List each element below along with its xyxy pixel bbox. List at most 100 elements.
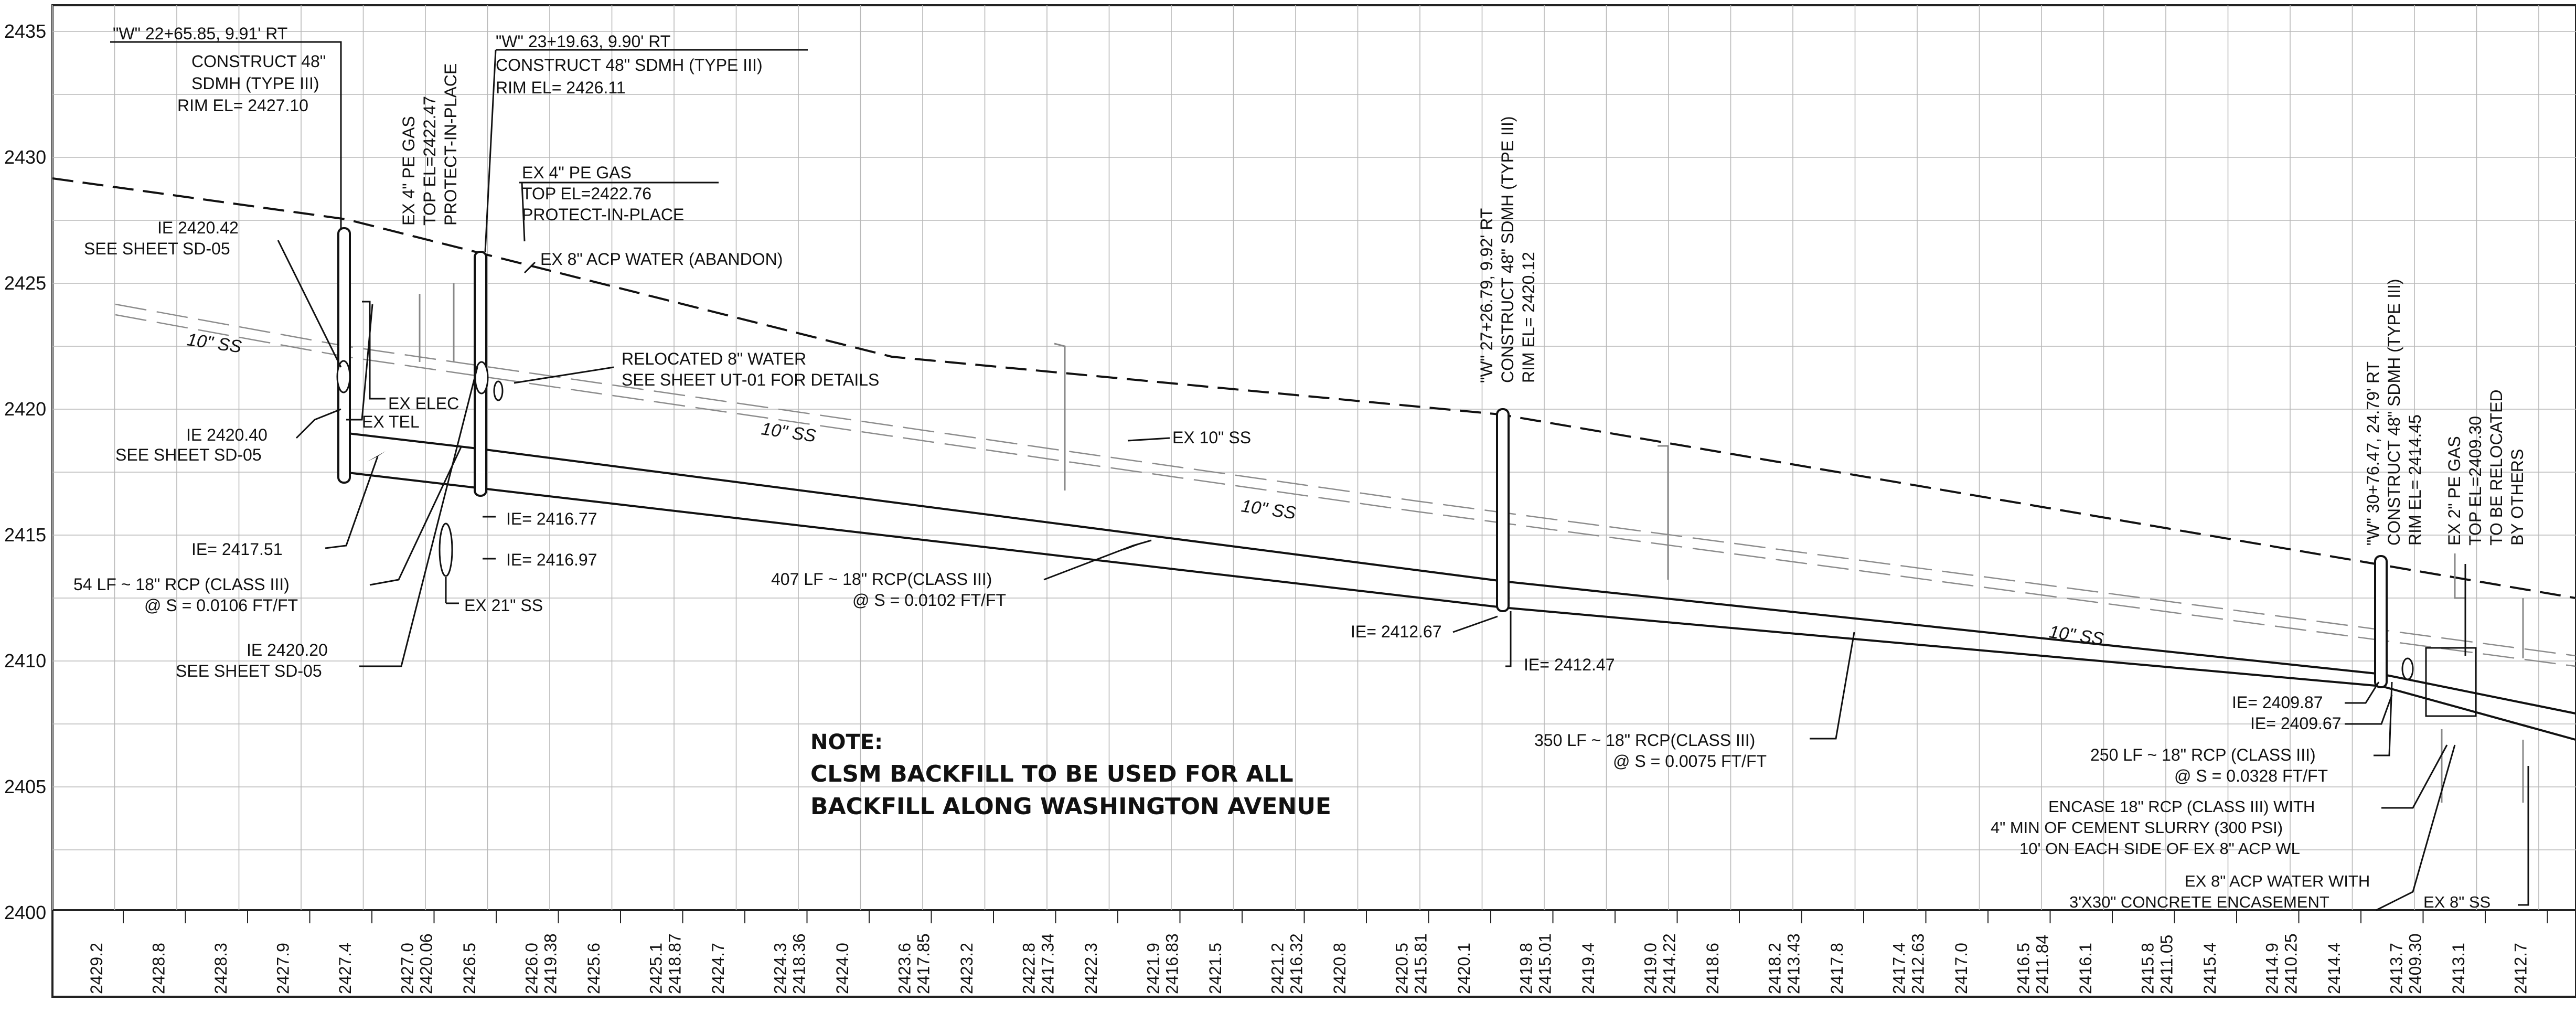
elev-label-2420: 2420 [4, 398, 46, 420]
ground-elevation-tick: 2422.8 [1020, 943, 1039, 994]
gas2-line2: TOP EL=2422.76 [522, 184, 651, 203]
pipe2-length: 407 LF ~ 18" RCP(CLASS III) [771, 570, 992, 589]
gas3-line1: EX 2" PE GAS [2445, 436, 2464, 546]
elev-label-2430: 2430 [4, 146, 46, 168]
ss10-label-b: 10" SS [760, 419, 817, 446]
ss10-label-d: 10" SS [2048, 622, 2105, 649]
gas2-label: EX 4" PE GAS TOP EL=2422.76 PROTECT-IN-P… [522, 163, 684, 224]
mh1-label: "W" 22+65.85, 9.91' RT CONSTRUCT 48" SDM… [113, 24, 326, 115]
mh2-construct: CONSTRUCT 48" SDMH (TYPE III) [496, 56, 763, 74]
gas1-label: EX 4" PE GAS TOP EL=2422.47 PROTECT-IN-P… [399, 63, 460, 226]
mh1-rim: RIM EL= 2427.10 [177, 96, 308, 115]
gas3-label: EX 2" PE GAS TOP EL=2409.30 TO BE RELOCA… [2445, 389, 2527, 546]
ground-elevation-tick: 2416.5 [2014, 943, 2033, 994]
backfill-note: NOTE: CLSM BACKFILL TO BE USED FOR ALL B… [810, 730, 1331, 820]
ground-elevation-tick: 2425.6 [584, 943, 603, 994]
mh2-station: "W" 23+19.63, 9.90' RT [496, 32, 670, 51]
gas3-line4: BY OTHERS [2508, 449, 2527, 546]
ground-elevation-tick: 2420.8 [1330, 943, 1349, 994]
ground-elevation-tick: 2425.1 [647, 943, 666, 994]
pipe1-slope: @ S = 0.0106 FT/FT [144, 596, 298, 615]
acp-encase-line1: EX 8" ACP WATER WITH [2185, 872, 2370, 890]
ground-elevation-tick: 2420.1 [1455, 943, 1473, 994]
elev-label-2435: 2435 [4, 20, 46, 42]
ground-elevation-tick: 2427.0 [398, 943, 417, 994]
pipe3-length: 350 LF ~ 18" RCP(CLASS III) [1534, 731, 1755, 750]
ie-2420-20-ref: SEE SHEET SD-05 [176, 662, 322, 680]
gas2-line3: PROTECT-IN-PLACE [522, 205, 684, 224]
note-title: NOTE: [810, 730, 883, 754]
pipe-invert-tick: 2411.05 [2157, 935, 2176, 994]
grid [52, 5, 2576, 910]
pipe-invert-tick: 2409.30 [2406, 933, 2425, 994]
pipe4-slope: @ S = 0.0328 FT/FT [2174, 766, 2328, 785]
ground-elevation-tick: 2424.0 [833, 943, 852, 994]
ground-elevation-tick: 2423.6 [895, 943, 914, 994]
ground-elevation-tick: 2424.3 [771, 943, 790, 994]
pointer-arrows [367, 451, 1143, 551]
water-abandon-label: EX 8" ACP WATER (ABANDON) [540, 250, 783, 269]
pipe-invert-tick: 2415.81 [1412, 933, 1430, 994]
gas3-line3: TO BE RELOCATED [2487, 389, 2506, 546]
mh2-rim: RIM EL= 2426.11 [496, 78, 626, 97]
ground-elevation-tick: 2417.8 [1827, 943, 1846, 994]
pipe-invert-tick: 2415.01 [1536, 933, 1555, 994]
ie-2420-20: IE 2420.20 [247, 641, 328, 659]
manhole-3 [1496, 408, 1510, 612]
elev-label-2415: 2415 [4, 524, 46, 546]
ground-elevation-tick: 2419.4 [1579, 943, 1598, 994]
elev-label-2425: 2425 [4, 272, 46, 294]
ie-2420-40: IE 2420.40 [186, 425, 268, 444]
relocated-water-2: SEE SHEET UT-01 FOR DETAILS [622, 370, 879, 389]
ie-2416-97: IE= 2416.97 [506, 550, 597, 569]
pipe-invert-tick: 2410.25 [2282, 933, 2301, 994]
ground-elevation-tick: 2428.8 [149, 943, 168, 994]
ground-elevation-tick: 2421.9 [1144, 943, 1163, 994]
ground-elevation-tick: 2416.1 [2076, 943, 2095, 994]
ground-elevation-tick: 2417.0 [1952, 943, 1971, 994]
pipe1-length: 54 LF ~ 18" RCP (CLASS III) [73, 575, 290, 594]
ie-2412-47: IE= 2412.47 [1524, 655, 1615, 674]
ie-2409-67: IE= 2409.67 [2250, 714, 2341, 733]
mh4-rim: RIM EL= 2414.45 [2406, 414, 2424, 546]
ground-elevation-tick: 2419.8 [1517, 943, 1536, 994]
ground-elevation-tick: 2423.2 [957, 943, 976, 994]
pipe-invert-tick: 2413.43 [1784, 933, 1803, 994]
ground-elevation-tick: 2414.9 [2263, 943, 2282, 994]
elev-label-2405: 2405 [4, 776, 46, 797]
ground-elevation-tick: 2421.2 [1268, 943, 1287, 994]
encase-line1: ENCASE 18" RCP (CLASS III) WITH [2048, 797, 2315, 816]
ex10ss-label: EX 10" SS [1172, 428, 1251, 447]
ground-elevation-tick: 2429.2 [87, 943, 106, 994]
ground-elevation-tick: 2414.4 [2325, 943, 2344, 994]
ground-elevation-tick: 2413.7 [2387, 943, 2406, 994]
pipe-invert-tick: 2417.34 [1039, 933, 1057, 994]
existing-ground-line [52, 177, 2576, 599]
pipe-invert-tick: 2419.38 [541, 933, 560, 994]
mh4-construct: CONSTRUCT 48" SDMH (TYPE III) [2385, 279, 2403, 546]
gas2-line1: EX 4" PE GAS [522, 163, 632, 182]
pipe-invert-tick: 2416.83 [1163, 933, 1182, 994]
ie-2409-87: IE= 2409.87 [2232, 693, 2323, 712]
pipe-invert-tick: 2418.87 [666, 933, 685, 994]
ground-elevation-tick: 2426.5 [460, 943, 479, 994]
ie-2417-51: IE= 2417.51 [191, 540, 282, 559]
ss10-label-c: 10" SS [1240, 496, 1297, 523]
ex21ss-label: EX 21" SS [464, 596, 543, 615]
note-line1: CLSM BACKFILL TO BE USED FOR ALL [810, 761, 1294, 787]
acp-encase-line2: 3'X30" CONCRETE ENCASEMENT [2069, 893, 2329, 911]
pipe-invert-tick: 2414.22 [1660, 933, 1679, 994]
ground-elevation-tick: 2418.6 [1703, 943, 1722, 994]
mh2-label: "W" 23+19.63, 9.90' RT CONSTRUCT 48" SDM… [496, 32, 763, 97]
gas1-line2: TOP EL=2422.47 [420, 96, 439, 226]
relocated-water-1: RELOCATED 8" WATER [622, 349, 806, 368]
mh3-station: "W" 27+26.79, 9.92' RT [1477, 208, 1496, 383]
ground-elevation-tick: 2420.5 [1393, 943, 1412, 994]
manhole-1 [337, 227, 351, 484]
pipe-invert-tick: 2418.36 [790, 933, 809, 994]
ground-elevation-tick: 2415.4 [2200, 943, 2219, 994]
ss10-label-a: 10" SS [186, 329, 243, 357]
elev-label-2400: 2400 [4, 902, 46, 923]
